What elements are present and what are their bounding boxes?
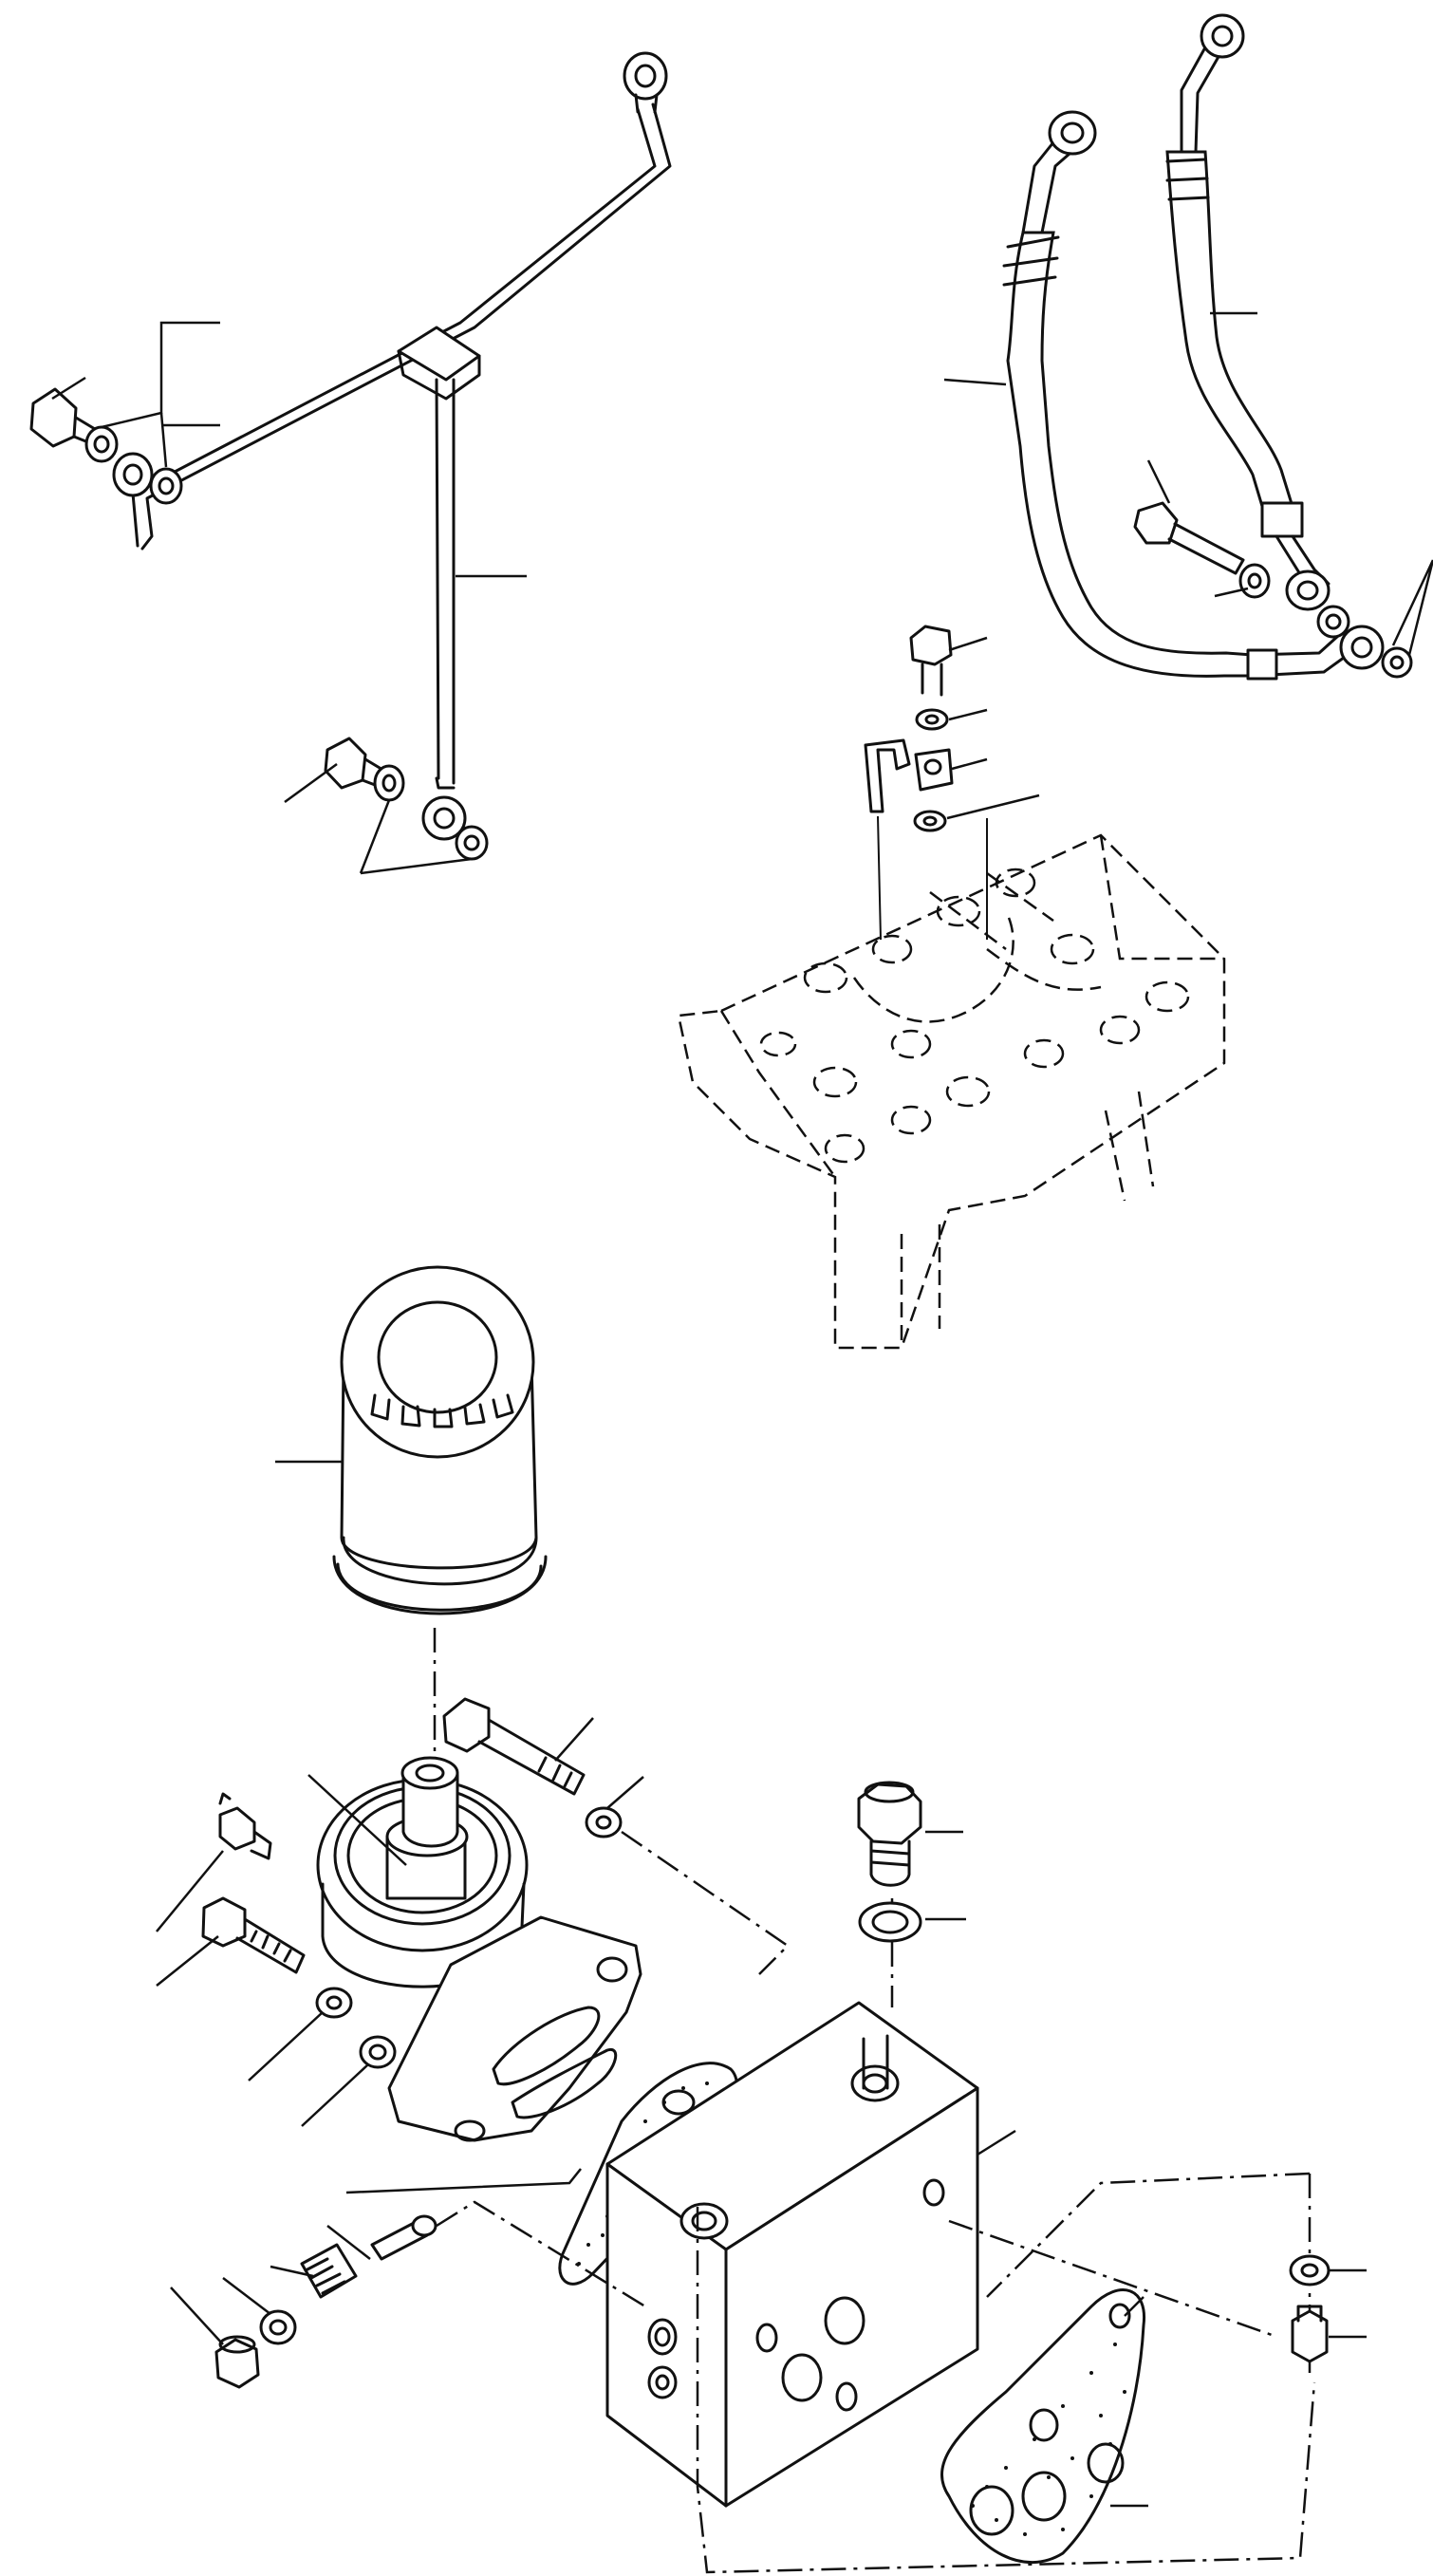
- banjo-leaders: [877, 636, 1040, 941]
- gasket-right: [940, 2288, 1148, 2565]
- long-bolt: [442, 1697, 790, 1975]
- filter-head-bracket: [316, 1756, 642, 2142]
- banjo-bolt: [864, 625, 954, 832]
- pressure-switch: [156, 1792, 272, 1932]
- banjo-bolt-upper-left: [29, 387, 183, 505]
- banjo-bolt-lower: [324, 737, 489, 861]
- hose-leaders: [943, 311, 1433, 656]
- filter-leader: [275, 1460, 437, 1822]
- oil-cooler-block: [605, 2001, 979, 2508]
- oil-filter-cartridge: [332, 1265, 548, 1615]
- drain-plug: [857, 1781, 966, 1943]
- hose-fittings: [1133, 501, 1413, 679]
- oil-pipe-assembly: [112, 51, 672, 841]
- bracket-leaders: [307, 1774, 582, 2194]
- small-plug-right: [1289, 2254, 1367, 2363]
- hose-left: [1002, 110, 1385, 681]
- bracket-bolt: [156, 1896, 397, 2127]
- pipe-leaders: [51, 321, 527, 875]
- cylinder-head-phantom: [677, 833, 1226, 1350]
- hose-right: [1165, 13, 1331, 611]
- relief-valve-assembly: [170, 2200, 646, 2389]
